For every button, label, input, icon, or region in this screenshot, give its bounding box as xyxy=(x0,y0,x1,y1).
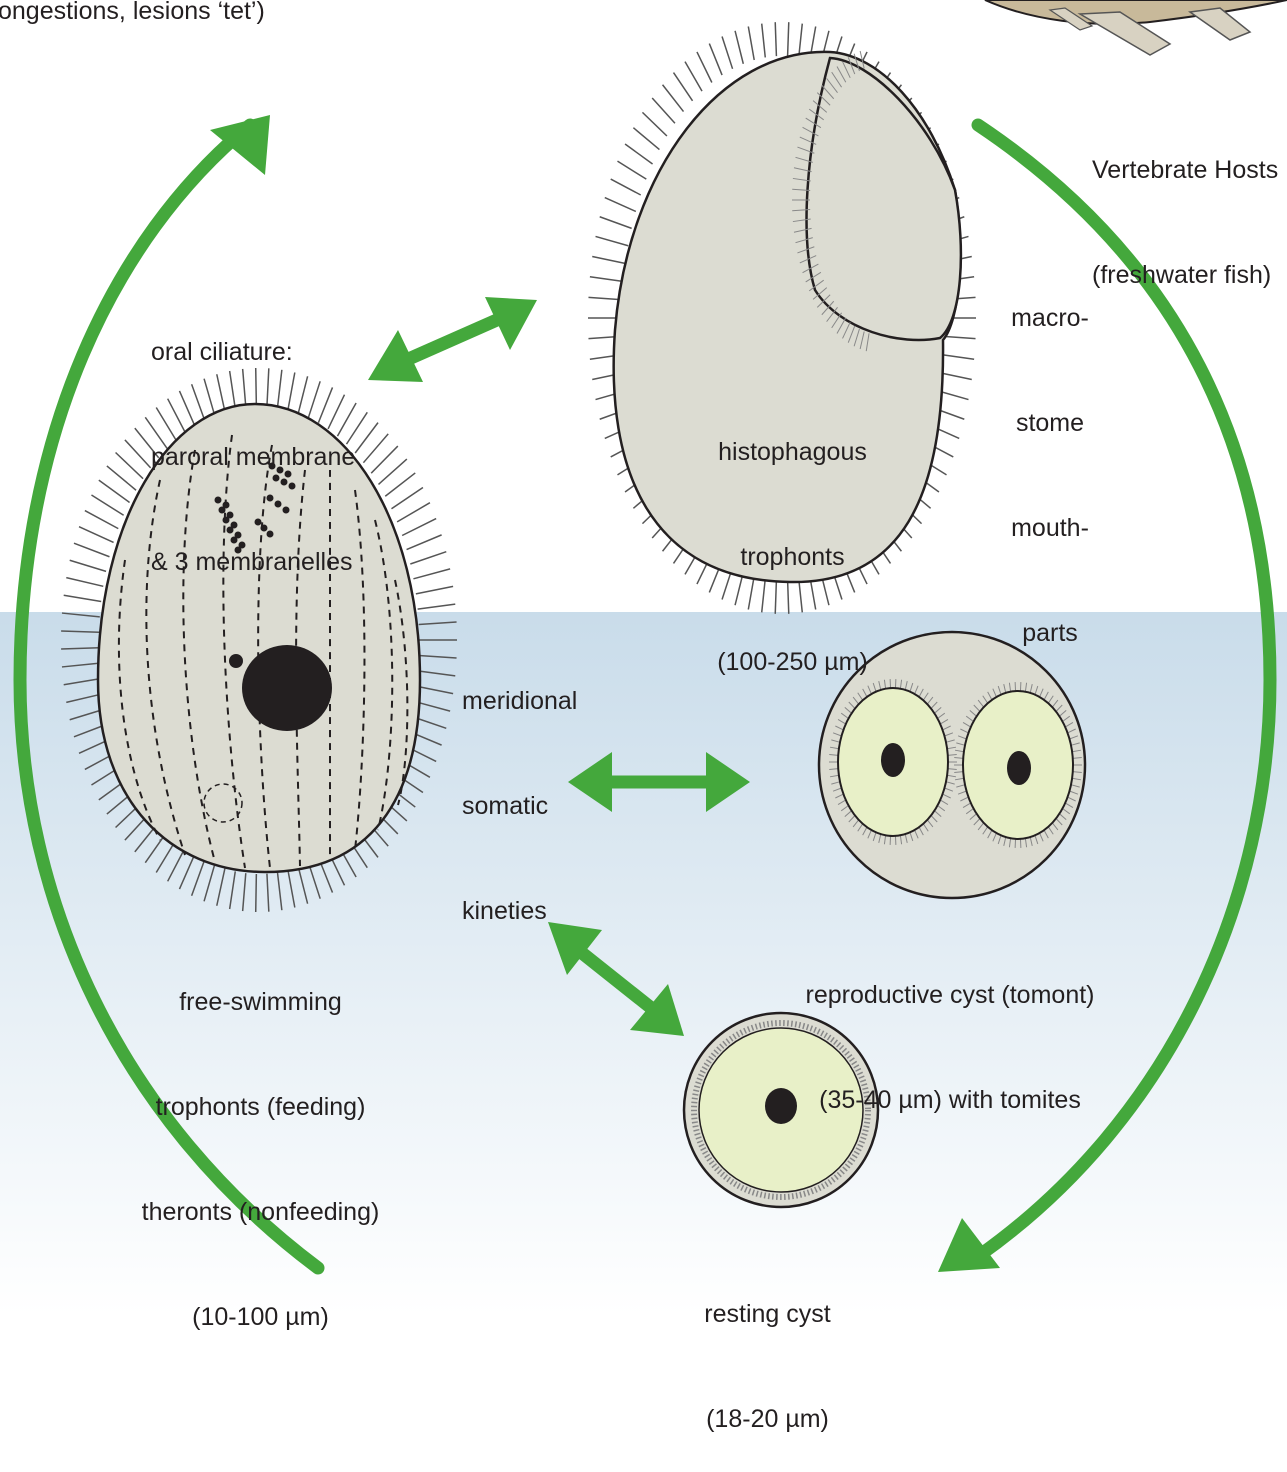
label-line: theronts (nonfeeding) xyxy=(118,1195,403,1230)
label-line: macro- xyxy=(995,301,1105,336)
label-macrostome: macro- stome mouth- parts xyxy=(995,231,1105,686)
label-line: somatic xyxy=(462,789,577,824)
micronucleus xyxy=(229,654,243,668)
cilium xyxy=(642,112,666,136)
cilium xyxy=(592,256,625,263)
cilium xyxy=(674,73,693,101)
cilium xyxy=(410,552,446,564)
cilium xyxy=(64,595,101,601)
cilium xyxy=(256,874,257,912)
cilium xyxy=(697,52,712,83)
label-line: reproductive cyst (tomont) xyxy=(775,978,1125,1013)
cilium xyxy=(748,26,754,59)
label-line: & 3 membranelles xyxy=(151,545,355,580)
cilium xyxy=(85,511,118,529)
cilium xyxy=(940,354,974,359)
cilium xyxy=(378,459,406,484)
label-histophagous: histophagous trophonts (100-250 µm) xyxy=(690,365,895,715)
label-line: meridional xyxy=(462,684,577,719)
label-line: (freshwater fish) xyxy=(1092,258,1278,293)
cilium xyxy=(762,24,766,58)
cilium xyxy=(355,423,378,453)
label-line: Vertebrate Hosts xyxy=(1092,153,1278,188)
cilium xyxy=(625,144,653,164)
cilium xyxy=(663,85,684,112)
label-line: kineties xyxy=(462,894,577,929)
cilium xyxy=(391,487,422,508)
macrostome-mouthparts xyxy=(807,58,961,340)
label-reproductive-cyst: reproductive cyst (tomont) (35-40 µm) wi… xyxy=(775,908,1125,1153)
cilium xyxy=(605,198,636,212)
label-line: mouth- xyxy=(995,511,1105,546)
cilium xyxy=(402,519,436,536)
cilium xyxy=(799,24,803,58)
label-line: stome xyxy=(995,406,1105,441)
cilium xyxy=(596,236,629,245)
macronucleus xyxy=(242,645,332,731)
cilium xyxy=(775,22,776,56)
cilium xyxy=(633,128,659,150)
cilium xyxy=(91,495,123,515)
label-oral-ciliature: oral ciliature: paroral membrane & 3 mem… xyxy=(151,265,355,615)
cilium xyxy=(74,543,110,557)
fish-icon xyxy=(985,0,1287,55)
label-meridional: meridional somatic kineties xyxy=(462,614,577,964)
cilium xyxy=(600,217,632,229)
cilium xyxy=(70,560,106,571)
label-line: trophonts (feeding) xyxy=(118,1090,403,1125)
label-line: parts xyxy=(995,616,1105,651)
cilium xyxy=(685,62,702,91)
label-line: (18-20 µm) xyxy=(680,1402,855,1437)
cilium xyxy=(617,161,646,179)
label-line: free-swimming xyxy=(118,985,403,1020)
label-line: histophagous xyxy=(690,435,895,470)
label-top-left: ongestions, lesions ‘tet’) xyxy=(0,0,265,29)
label-free-swimming: free-swimming trophonts (feeding) theron… xyxy=(118,915,403,1370)
label-line: trophonts xyxy=(690,540,895,575)
cilium xyxy=(722,36,733,68)
label-line: oral ciliature: xyxy=(151,335,355,370)
cilium xyxy=(99,480,130,502)
cilium xyxy=(107,466,136,490)
cilium xyxy=(652,98,675,123)
cilium xyxy=(66,578,103,587)
cilium xyxy=(407,535,442,550)
cilium xyxy=(611,179,641,195)
label-line: (35-40 µm) with tomites xyxy=(775,1083,1125,1118)
cilium xyxy=(418,604,456,609)
cilium xyxy=(116,452,144,478)
cilium xyxy=(385,473,415,496)
double-arrow-oral xyxy=(368,297,537,382)
label-line: paroral membrane xyxy=(151,440,355,475)
cilium xyxy=(416,586,453,593)
cilium xyxy=(788,22,789,56)
label-line: (10-100 µm) xyxy=(118,1300,403,1335)
label-resting-cyst: resting cyst (18-20 µm) xyxy=(680,1227,855,1472)
cilium xyxy=(735,31,743,64)
cilium xyxy=(590,277,624,282)
label-vertebrate-hosts: Vertebrate Hosts (freshwater fish) xyxy=(1092,83,1278,328)
cilium xyxy=(397,503,430,522)
label-line: (100-250 µm) xyxy=(690,645,895,680)
cilium xyxy=(413,569,450,579)
cilium xyxy=(709,44,722,76)
cilium xyxy=(79,527,114,543)
